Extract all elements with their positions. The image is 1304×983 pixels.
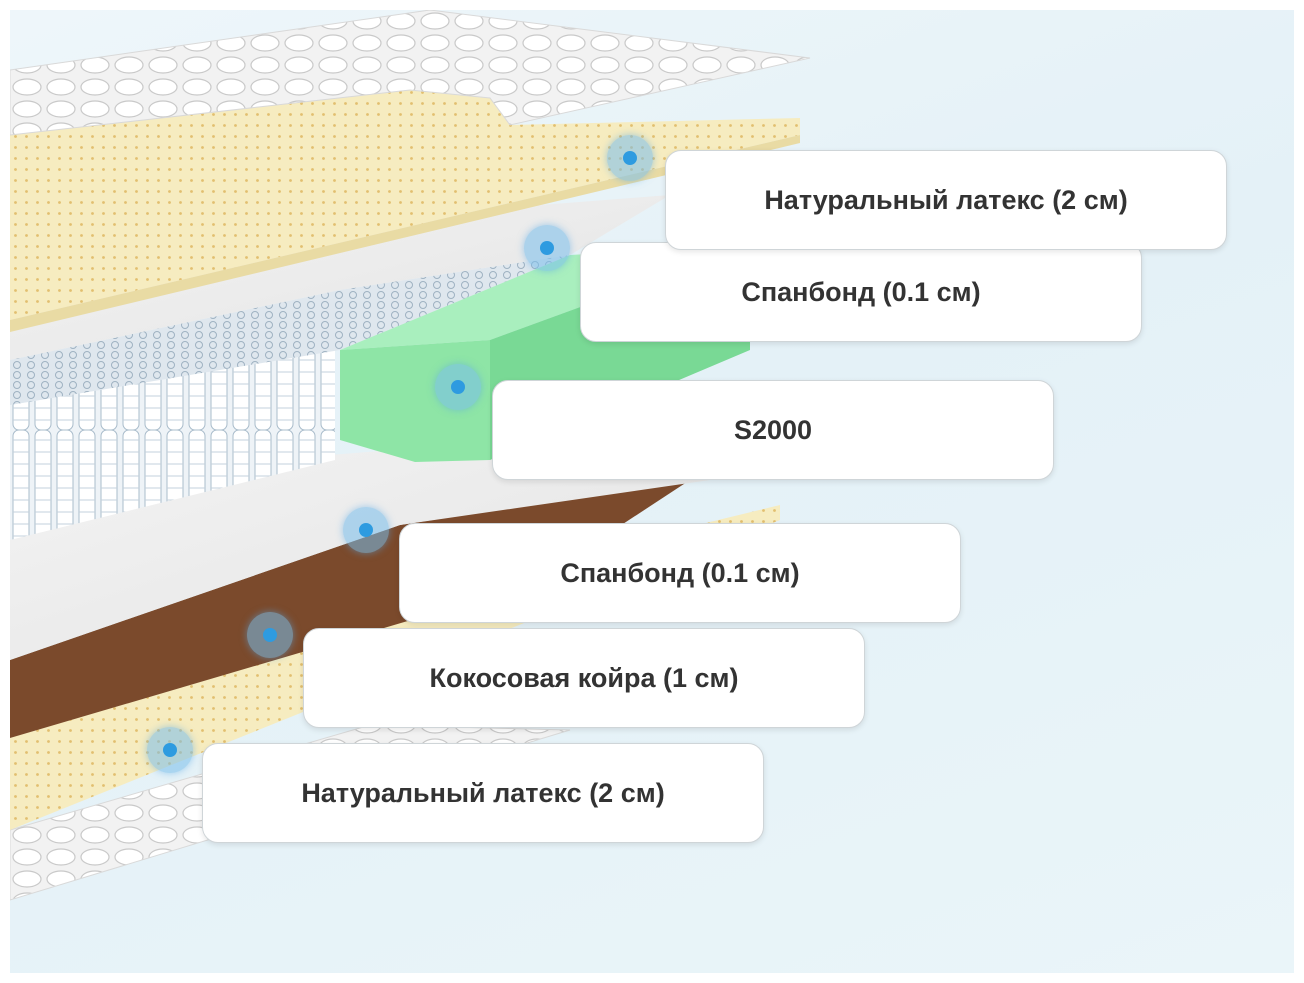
label-text: Натуральный латекс (2 см) (764, 184, 1128, 215)
top-latex-layer (10, 90, 800, 320)
label-text: Спанбонд (0.1 см) (560, 557, 800, 588)
marker-dot-spunbond-bottom[interactable] (343, 507, 389, 553)
label-spunbond-bottom: Спанбонд (0.1 см) (399, 523, 961, 623)
upper-spunbond-layer (10, 195, 670, 360)
label-text: S2000 (733, 414, 813, 445)
marker-dot-coconut[interactable] (247, 612, 293, 658)
spring-block-top (10, 255, 570, 405)
marker-dot-latex-top[interactable] (607, 135, 653, 181)
label-latex-top: Спанбонд (0.1 см) (580, 242, 1142, 342)
marker-dot-spunbond-top[interactable] (524, 225, 570, 271)
marker-dot-s2000[interactable] (435, 364, 481, 410)
mattress-diagram: Спанбонд (0.1 см) Натуральный латекс (2 … (10, 10, 1294, 973)
lower-spunbond-layer (10, 425, 710, 660)
label-text: Натуральный латекс (2 см) (301, 777, 665, 808)
top-cover (10, 10, 811, 136)
label-text: Кокосовая койра (1 см) (429, 662, 739, 693)
label-s2000: S2000 (492, 380, 1054, 480)
label-spunbond-top: Натуральный латекс (2 см) (665, 150, 1227, 250)
marker-dot-latex-bottom[interactable] (147, 727, 193, 773)
label-coconut: Кокосовая койра (1 см) (303, 628, 865, 728)
label-text: Спанбонд (0.1 см) (741, 276, 981, 307)
label-latex-bottom: Натуральный латекс (2 см) (202, 743, 764, 843)
spring-block (10, 350, 335, 540)
